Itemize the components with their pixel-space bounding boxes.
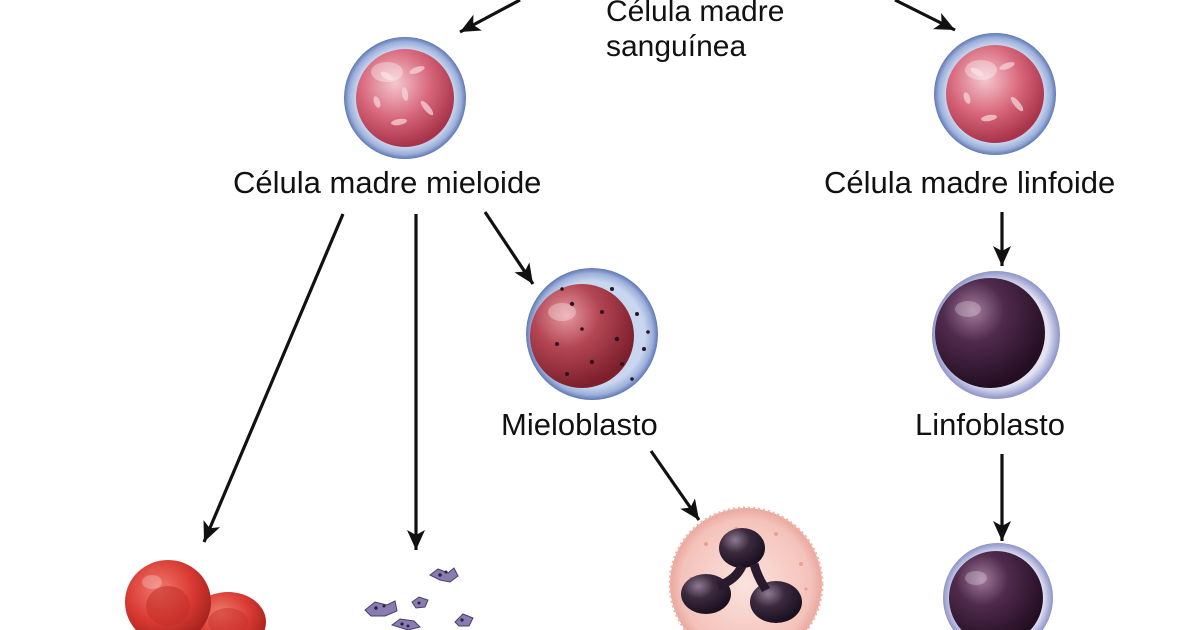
arrow-stem-to-myeloid (459, 0, 521, 34)
arrow-myeloblast-to-granulocyte (649, 450, 701, 521)
blood-stem-cell-label: Célula madre sanguínea (606, 0, 784, 64)
platelets-icon (364, 567, 474, 630)
lymphoblast-label: Linfoblasto (915, 407, 1065, 442)
arrow-myeloid-to-myeloblast (483, 211, 535, 285)
lymphocyte-icon (943, 543, 1053, 630)
myeloid-stem-cell-label: Célula madre mieloide (233, 165, 542, 200)
myeloid-stem-cell-icon (344, 37, 466, 159)
arrow-stem-to-lymphoid (894, 0, 956, 32)
lymphoid-stem-cell-icon (934, 33, 1056, 155)
red-blood-cell-icon (125, 560, 266, 630)
lymphoblast-icon (932, 271, 1060, 399)
myeloblast-icon (526, 268, 658, 400)
blood-stem-cell-label-line1: Célula madre (606, 0, 785, 28)
arrows (202, 0, 1011, 550)
blood-stem-cell-label-line2: sanguínea (606, 30, 747, 63)
arrow-myeloid-to-red-blood-cell (202, 213, 345, 543)
lymphoid-stem-cell-label: Célula madre linfoide (824, 165, 1116, 200)
myeloblast-label: Mieloblasto (501, 407, 658, 442)
granulocyte-icon (668, 506, 824, 630)
